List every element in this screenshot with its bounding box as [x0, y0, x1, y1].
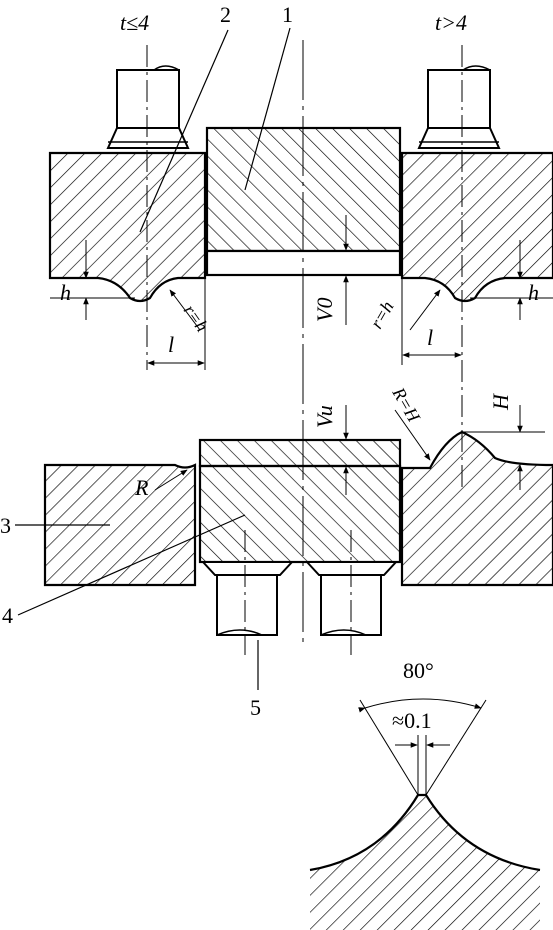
left-upper-bolt: [106, 65, 190, 149]
label-R-left: R: [134, 475, 149, 500]
label-l-right: l: [427, 325, 433, 350]
label-t-right: t>4: [435, 10, 467, 35]
ejector-block: [198, 464, 402, 564]
label-h-right: h: [528, 280, 539, 305]
ejector-top-plate: [198, 438, 402, 468]
lower-left-bolt: [200, 561, 295, 636]
label-H: H: [488, 393, 513, 411]
blade-tip-detail: [309, 698, 541, 930]
left-die-plate: [43, 463, 197, 587]
label-v0: V0: [312, 298, 337, 322]
label-part-3: 3: [0, 513, 11, 538]
label-vu: Vu: [312, 405, 337, 428]
label-t-left: t≤4: [120, 10, 149, 35]
right-die-plate: [400, 430, 553, 587]
label-r-left: r=h: [180, 301, 213, 336]
label-r-right: r=h: [366, 298, 397, 332]
lower-assembly: [15, 405, 553, 690]
right-upper-bolt: [417, 65, 501, 149]
label-part-4: 4: [2, 603, 13, 628]
label-angle: 80°: [403, 658, 434, 683]
label-part-1: 1: [282, 2, 293, 27]
upper-assembly: [48, 27, 553, 645]
label-tip-width: ≈0.1: [392, 708, 432, 733]
right-upper-plate: [400, 151, 553, 303]
label-h-left: h: [60, 280, 71, 305]
label-part-5: 5: [250, 695, 261, 720]
label-R-H: R=H: [388, 383, 424, 426]
label-l-left: l: [168, 332, 174, 357]
label-part-2: 2: [220, 2, 231, 27]
left-upper-plate: [48, 151, 207, 303]
